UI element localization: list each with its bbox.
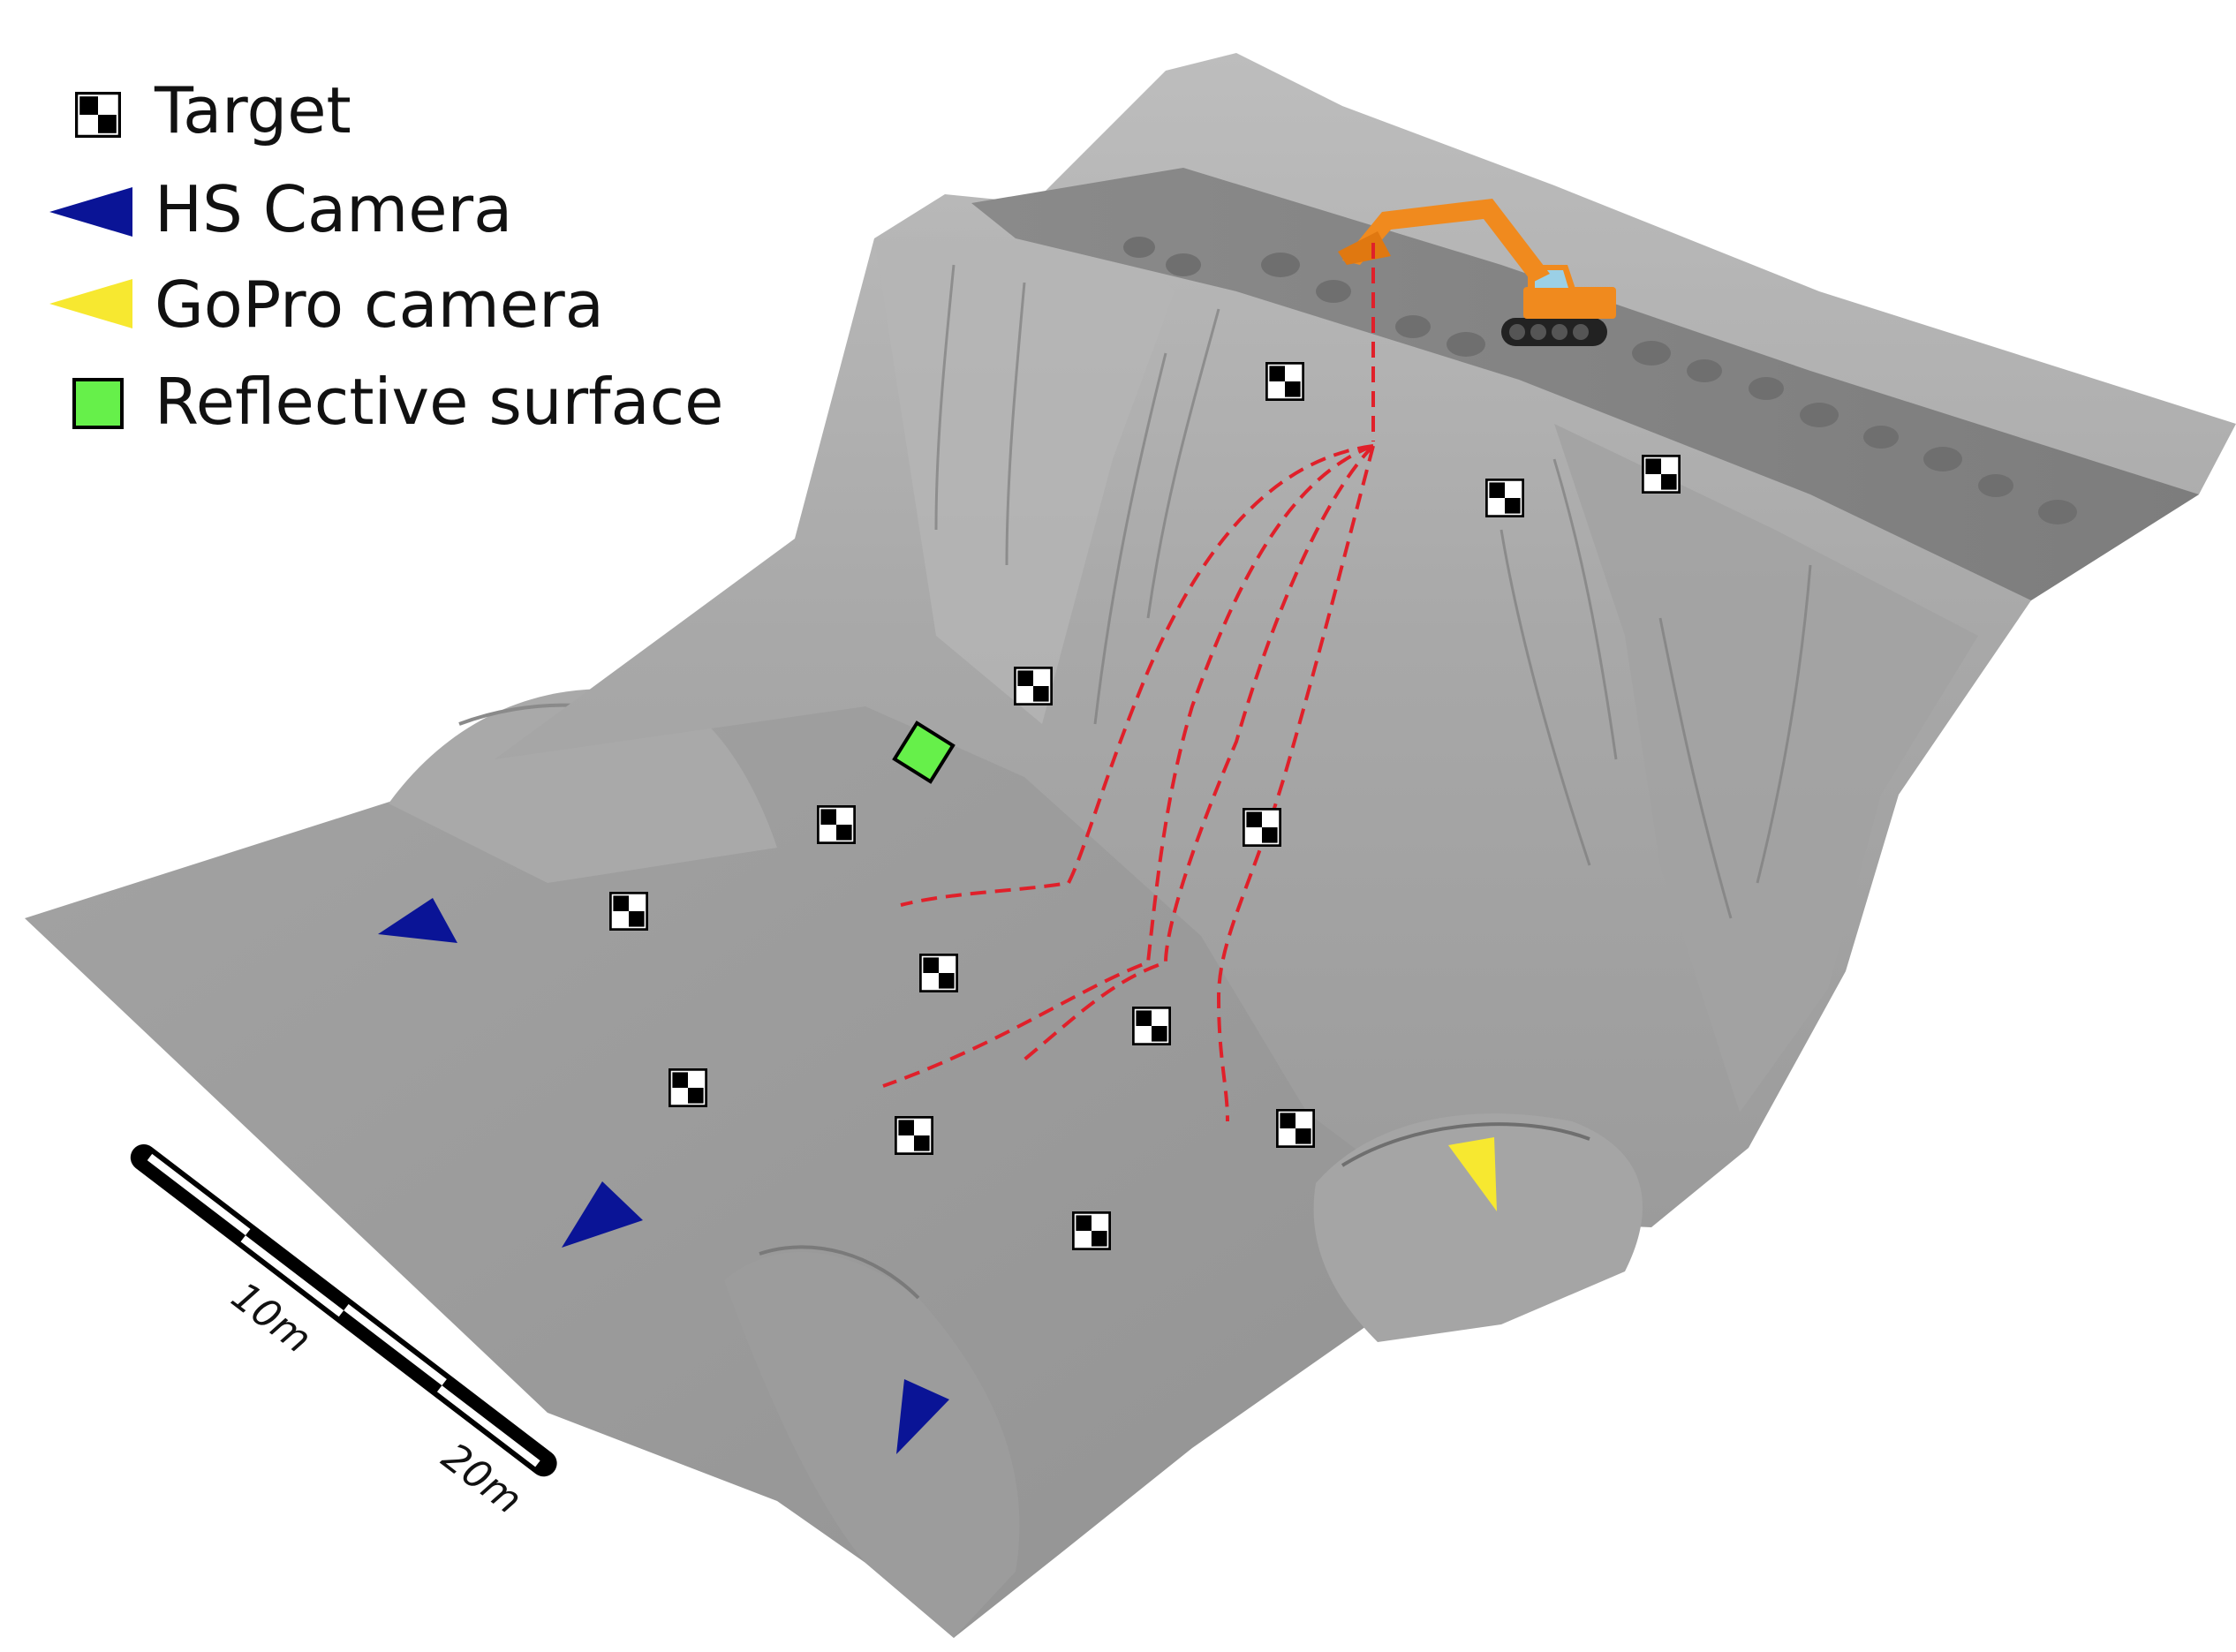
target-icon — [895, 1116, 933, 1155]
target-icon — [1642, 455, 1681, 494]
legend-item-gopro-camera: GoPro camera — [49, 268, 604, 342]
reflective-surface-icon — [72, 378, 124, 429]
hs-camera-icon — [49, 187, 132, 237]
trajectory-2 — [882, 444, 1374, 1088]
gopro-camera-icon — [1448, 1137, 1497, 1211]
cliff-texture — [934, 264, 1812, 919]
reflective-surface-icon — [892, 720, 956, 784]
trajectory-4 — [1216, 445, 1375, 1122]
road-boulders — [1123, 237, 2077, 524]
legend: Target HS Camera GoPro camera Reflective… — [49, 73, 723, 439]
excavator-icon — [1338, 199, 1616, 346]
hs-camera-icon — [562, 1181, 643, 1248]
trajectory-1 — [900, 444, 1374, 907]
hs-camera-icon — [378, 898, 457, 943]
target-icon — [919, 954, 958, 992]
terrain-floor — [25, 671, 1448, 1638]
left-mound — [389, 689, 777, 883]
hs-camera-icon — [896, 1379, 949, 1454]
target-icon — [1265, 362, 1304, 401]
target-icon — [1276, 1109, 1315, 1148]
target-icon — [75, 92, 121, 138]
target-icon — [1132, 1007, 1171, 1045]
target-icon — [1485, 479, 1524, 517]
legend-item-hs-camera: HS Camera — [49, 172, 512, 246]
target-icon — [609, 892, 648, 931]
legend-label-hs-camera: HS Camera — [155, 172, 512, 246]
hs-cameras — [378, 898, 949, 1454]
trajectory-3 — [1023, 444, 1375, 1061]
legend-label-gopro-camera: GoPro camera — [155, 268, 604, 342]
target-icon — [669, 1068, 707, 1107]
target-icon — [1014, 667, 1053, 705]
bottom-mound — [724, 1251, 1020, 1638]
legend-label-target: Target — [154, 73, 351, 147]
terrain-model — [25, 53, 2236, 1638]
target-icon — [1072, 1211, 1111, 1250]
rockfall-trajectories — [882, 243, 1375, 1122]
target-icon — [1243, 808, 1281, 847]
legend-item-target: Target — [75, 73, 351, 147]
target-icon — [817, 805, 856, 844]
legend-label-reflective-surface: Reflective surface — [155, 365, 723, 439]
right-mound — [1313, 1113, 1643, 1342]
gopro-camera-icon — [49, 279, 132, 328]
legend-item-reflective-surface: Reflective surface — [72, 365, 723, 439]
